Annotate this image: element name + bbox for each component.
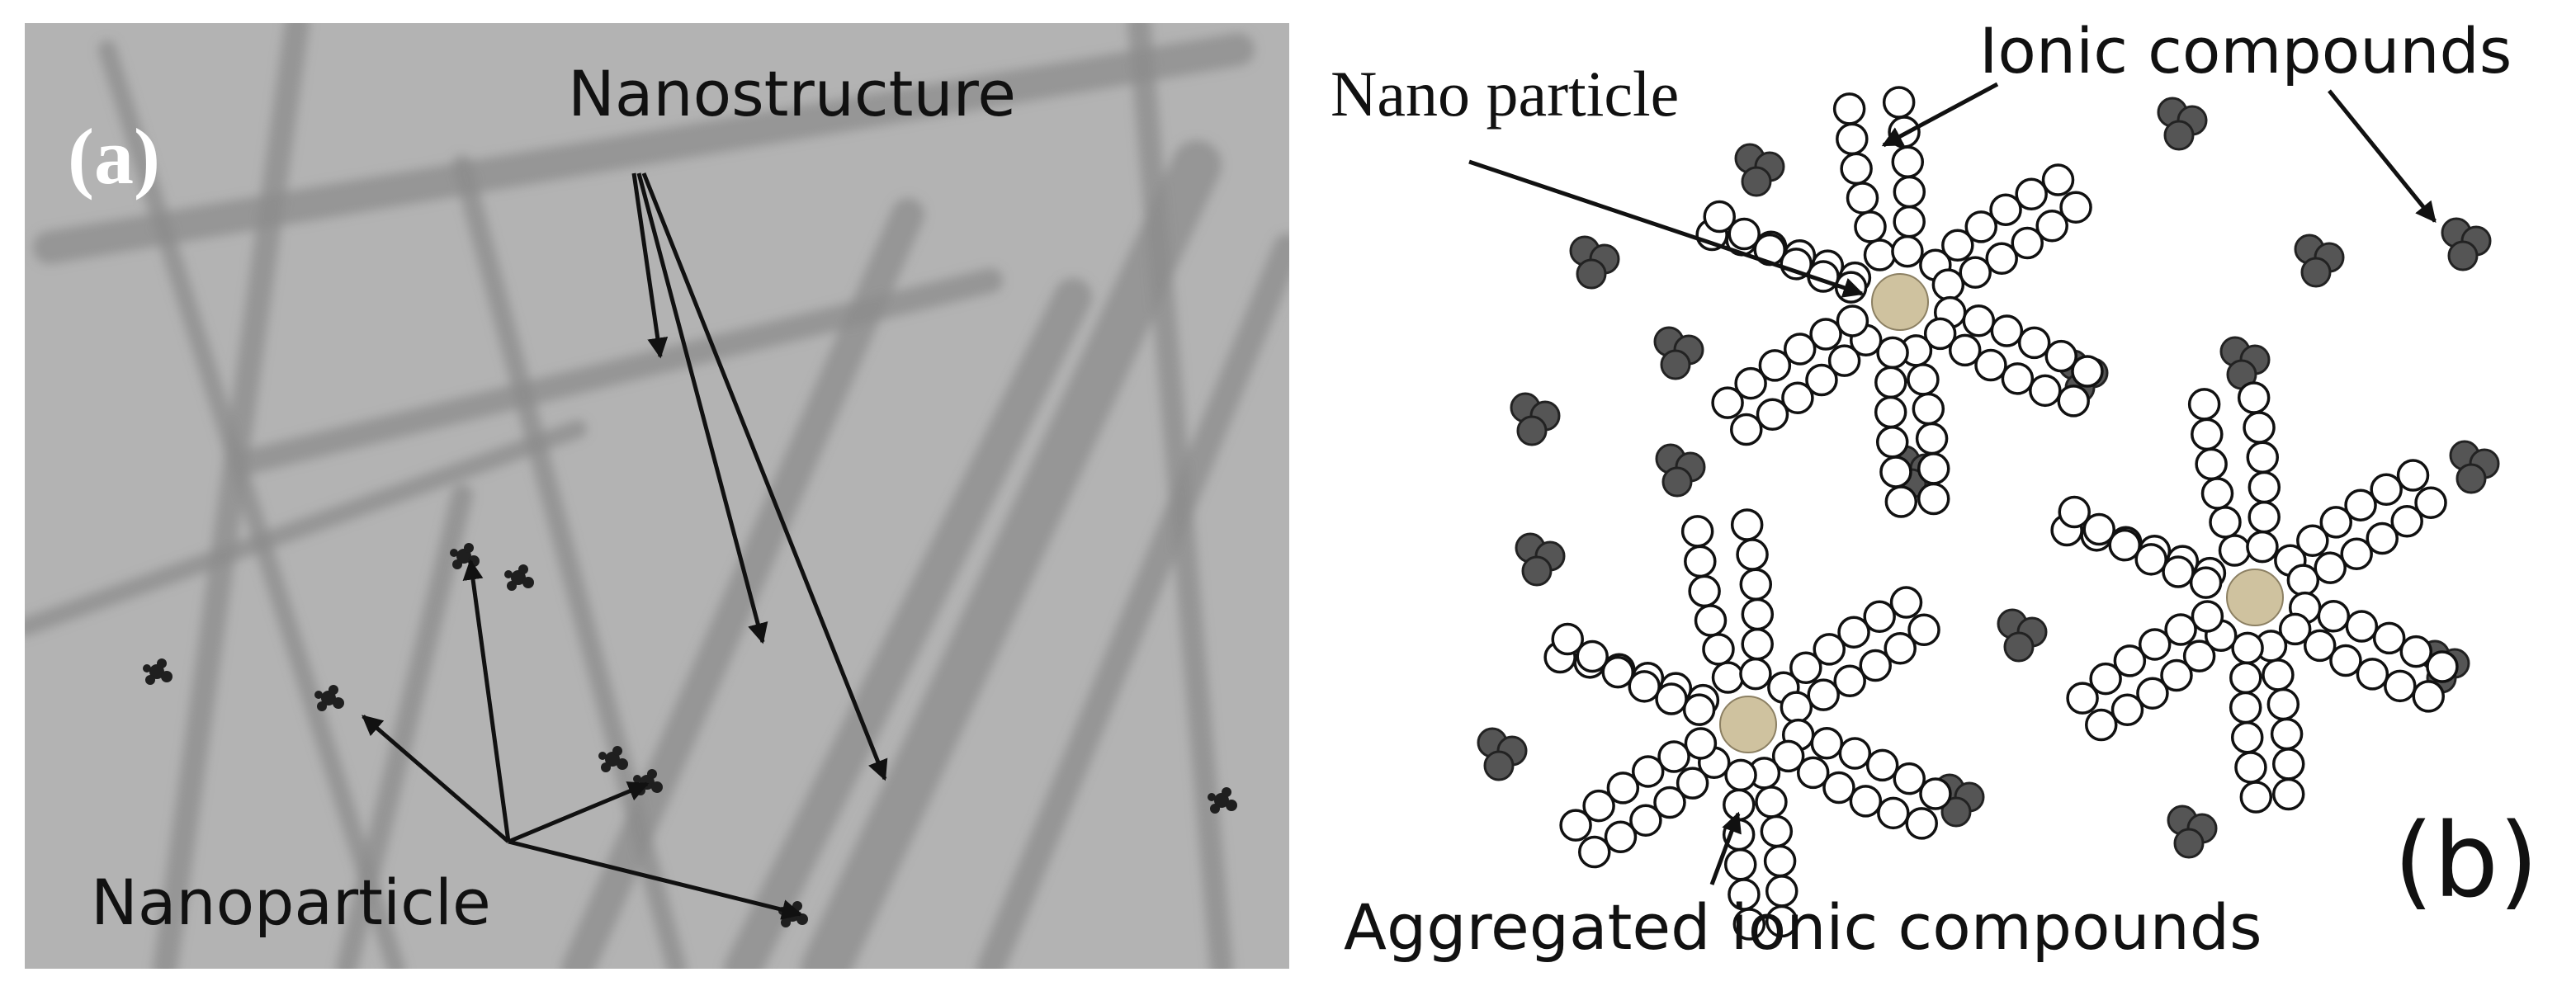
ionic-compound-10	[2219, 336, 2271, 390]
panel-b-arrows	[1468, 82, 2437, 885]
fiber-9	[98, 40, 405, 969]
fiber-1	[33, 33, 1255, 264]
arrow-nanoparticle-4	[508, 839, 803, 920]
panel-b-tag: (b)	[2394, 802, 2538, 921]
nanoparticle-cluster-4	[504, 564, 534, 591]
ionic-compound-14	[1997, 608, 2048, 663]
ionic-compound-4	[1510, 392, 1561, 446]
fiber-12	[25, 420, 587, 636]
arrow-nanostructure-2	[636, 172, 768, 644]
arrow-nanoparticle-3	[508, 781, 650, 844]
aggregated-ionic-compounds	[1543, 86, 2459, 941]
arrow-ionic-to-shell	[1881, 82, 1999, 148]
nanostructure-label: Nanostructure	[568, 57, 1016, 130]
nano-particle-core	[1871, 273, 1929, 331]
ionic-compound-1	[1734, 143, 1785, 197]
ionic-compound-2	[1569, 235, 1620, 290]
nano-particle-label: Nano particle	[1331, 58, 1679, 130]
nano-particle-core	[1719, 696, 1777, 753]
arrow-nanoparticle-1	[462, 559, 511, 842]
ionic-compound-7	[2157, 97, 2208, 151]
fiber-7	[724, 278, 1092, 969]
ionic-compound-12	[2449, 440, 2500, 494]
arrow-aggregated	[1709, 811, 1742, 885]
ionic-compound-5	[1655, 443, 1706, 498]
arrow-nano-particle	[1468, 159, 1865, 298]
panel-a-tag: (a)	[68, 112, 160, 201]
nanoparticle-label: Nanoparticle	[91, 866, 491, 939]
nano-particle-core	[2226, 569, 2284, 626]
aggregate-2	[2050, 381, 2459, 814]
nanoparticle-cluster-7	[1208, 787, 1237, 814]
fiber-5	[561, 198, 924, 969]
arrow-nanostructure-3	[641, 172, 888, 781]
nanoparticle-cluster-1	[143, 658, 173, 685]
ionic-compound-18	[2167, 805, 2218, 859]
ionic-compound-3	[1653, 326, 1704, 380]
panel-a-arrows	[362, 172, 888, 920]
nanoparticle-cluster-2	[314, 685, 344, 711]
ionic-compound-8	[2294, 234, 2345, 288]
ionic-compound-16	[1477, 727, 1528, 781]
fiber-8	[976, 234, 1289, 969]
fiber-2	[153, 23, 310, 969]
fiber-6	[801, 140, 1222, 969]
micrograph-panel	[25, 23, 1289, 969]
nanostructure-fibers	[25, 23, 1289, 969]
arrow-ionic-to-ion	[2328, 89, 2437, 223]
nanoparticle-cluster-6	[598, 746, 628, 772]
aggregate-3	[1543, 508, 1952, 941]
ionic-compounds	[1477, 97, 2500, 859]
arrow-nanostructure-1	[631, 172, 669, 359]
ionic-compounds-label: Ionic compounds	[1979, 14, 2512, 87]
arrow-nanoparticle-2	[362, 715, 510, 843]
ionic-compound-9	[2441, 217, 2492, 271]
fiber-10	[452, 155, 687, 969]
ionic-compound-13	[1515, 532, 1566, 587]
fiber-11	[1127, 23, 1233, 969]
aggregated-ionic-compounds-label: Aggregated ionic compounds	[1344, 890, 2262, 964]
